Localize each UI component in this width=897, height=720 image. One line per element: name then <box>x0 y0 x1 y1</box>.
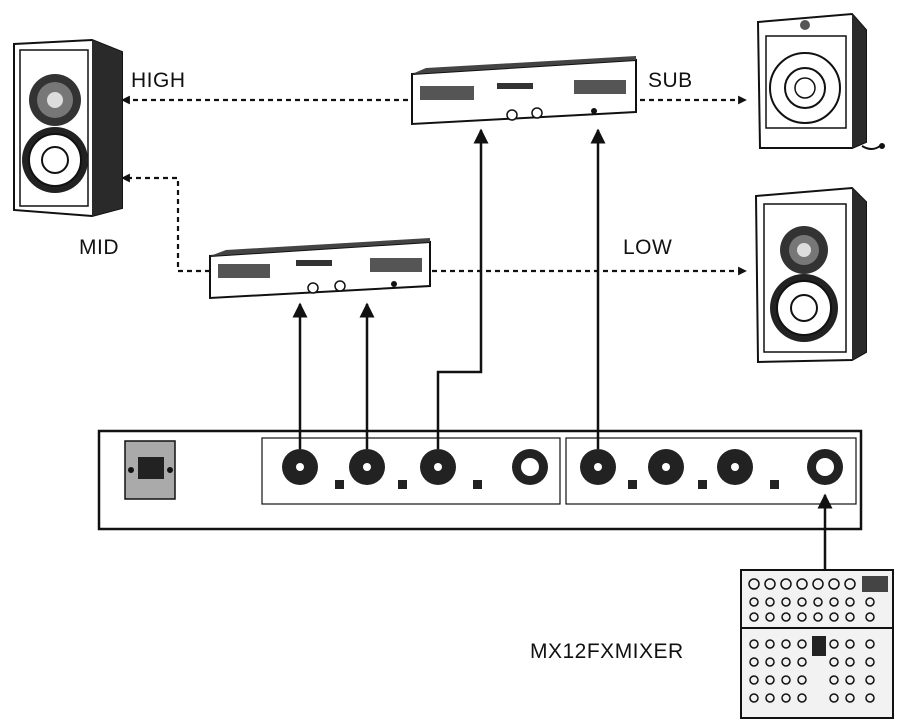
xlr-connector <box>512 449 548 485</box>
xlr-connector <box>580 449 616 485</box>
speaker-high-mid <box>13 38 123 218</box>
xlr-connector <box>282 449 318 485</box>
xlr-connector <box>349 449 385 485</box>
solid-connections <box>292 128 833 570</box>
speaker-sub <box>756 12 885 150</box>
mixer <box>740 569 894 719</box>
xlr-connector <box>648 449 684 485</box>
xlr-connector <box>807 449 843 485</box>
label-sub: SUB <box>648 69 693 92</box>
crossover-to-amp-top-line-1 <box>436 128 489 449</box>
xlr-connector <box>420 449 456 485</box>
crossover-unit <box>97 429 863 531</box>
amplifier-bottom <box>209 238 431 300</box>
label-mixer: MX12FXMIXER <box>530 640 684 663</box>
amplifier-top <box>411 56 637 126</box>
label-mid: MID <box>79 236 119 259</box>
xlr-connector <box>717 449 753 485</box>
speaker-low <box>754 186 867 364</box>
dashed-connections <box>121 95 747 276</box>
mid-signal-line <box>121 173 210 273</box>
label-high: HIGH <box>131 69 186 92</box>
label-low: LOW <box>623 236 673 259</box>
